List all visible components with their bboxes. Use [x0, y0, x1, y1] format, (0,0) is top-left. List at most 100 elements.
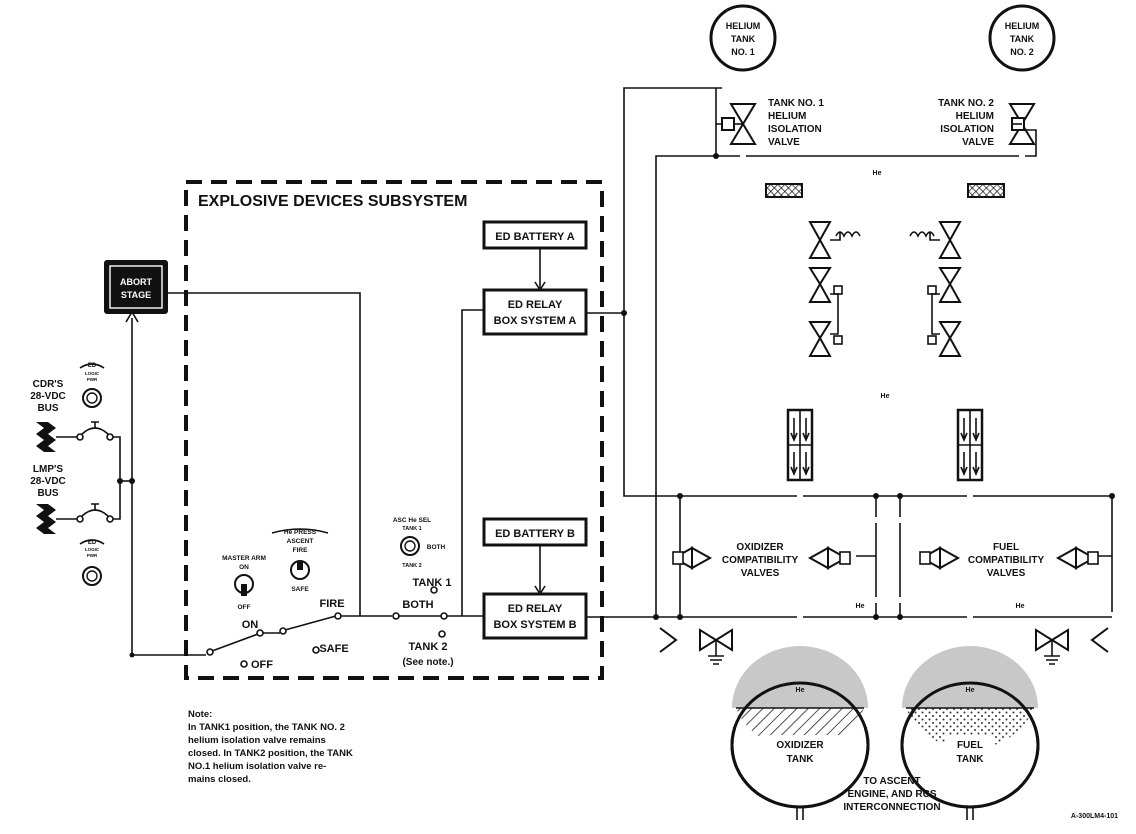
- ed-battery-b-label: ED BATTERY B: [495, 528, 575, 540]
- he-press-title: He PRESS: [284, 529, 317, 536]
- tank-sel-both: BOTH: [402, 599, 433, 611]
- safe-position: SAFE: [319, 643, 348, 655]
- ed-logic-sub-2b: PWR: [87, 553, 98, 558]
- oxidizer-vent-valve: [659, 627, 800, 665]
- fuel-vent-valve: [970, 627, 1109, 665]
- lmp-bus-label-1: LMP'S: [33, 464, 63, 475]
- valve-chain-left: [808, 221, 861, 357]
- ed-logic-power-breaker-1[interactable]: ED LOGIC PWR: [79, 363, 105, 408]
- to-ascent-label-1: TO ASCENT: [863, 776, 920, 787]
- ed-battery-a-label: ED BATTERY A: [495, 231, 575, 243]
- oxidizer-tank: OXIDIZER TANK: [730, 646, 870, 820]
- note-line-4: NO.1 helium isolation valve re-: [188, 761, 326, 772]
- asc-he-sel-switch[interactable]: ASC He SEL TANK 1 BOTH TANK 2: [393, 517, 446, 569]
- fuel-valves-label-2: COMPATIBILITY: [968, 555, 1045, 566]
- note-line-3: closed. In TANK2 position, the TANK: [188, 748, 353, 759]
- helium-tank-2: HELIUM TANK NO. 2: [988, 4, 1056, 72]
- cdr-bus-label-1: CDR'S: [33, 379, 64, 390]
- fuel-valves-label-1: FUEL: [993, 542, 1019, 553]
- tank2-valve-label-4: VALVE: [962, 137, 994, 148]
- valve-chain-right: [909, 221, 962, 357]
- tank-sel-see-note: (See note.): [402, 657, 453, 668]
- abort-stage-button[interactable]: ABORT STAGE: [104, 260, 168, 314]
- cdr-bus-label-3: BUS: [37, 403, 58, 414]
- helium-tank-2-label-3: NO. 2: [1010, 47, 1034, 57]
- cdr-bus-label-2: 28-VDC: [30, 391, 66, 402]
- fuel-tank-label-2: TANK: [956, 754, 984, 765]
- to-ascent-label-3: INTERCONNECTION: [843, 802, 940, 813]
- asc-he-sel-title: ASC He SEL: [393, 517, 431, 524]
- ed-logic-sub-1: LOGIC: [85, 371, 100, 376]
- asc-he-sel-tank2: TANK 2: [402, 563, 421, 569]
- helium-tank-2-label-1: HELIUM: [1005, 21, 1040, 31]
- note-title: Note:: [188, 709, 212, 720]
- ed-battery-b: ED BATTERY B: [482, 517, 588, 547]
- fuel-compatibility-valves: FUEL COMPATIBILITY VALVES: [919, 542, 1099, 579]
- oxidizer-tank-label-2: TANK: [786, 754, 814, 765]
- helium-tank-1-label-1: HELIUM: [726, 21, 761, 31]
- note-line-2: helium isolation valve remains: [188, 735, 326, 746]
- he-label-mid: He: [881, 393, 890, 400]
- he-press-fire: FIRE: [293, 547, 308, 554]
- helium-tank-1-label-2: TANK: [731, 34, 756, 44]
- abort-stage-label-1: ABORT: [120, 277, 152, 287]
- tank2-valve-label-1: TANK NO. 2: [938, 98, 994, 109]
- helium-plumbing: [689, 68, 1095, 700]
- oxidizer-valves-label-1: OXIDIZER: [736, 542, 784, 553]
- fuel-valves-label-3: VALVES: [987, 568, 1026, 579]
- tank2-isolation-valve: [1008, 103, 1036, 145]
- relay-b-label-2: BOX SYSTEM B: [493, 619, 576, 631]
- tank2-valve-label-3: ISOLATION: [940, 124, 994, 135]
- filter-2: [967, 183, 1005, 198]
- he-label-fuel-tank: He: [966, 687, 975, 694]
- ed-relay-box-a: ED RELAY BOX SYSTEM A: [482, 288, 588, 336]
- ed-logic-label-1: ED: [88, 363, 97, 369]
- note-line-1: In TANK1 position, the TANK NO. 2: [188, 722, 345, 733]
- relay-a-label-2: BOX SYSTEM A: [494, 315, 577, 327]
- helium-tank-1-label-3: NO. 1: [731, 47, 755, 57]
- lmp-bus-label-2: 28-VDC: [30, 476, 66, 487]
- oxidizer-valves-label-3: VALVES: [741, 568, 780, 579]
- helium-tank-2-label-2: TANK: [1010, 34, 1035, 44]
- cdr-bus-bar: [36, 422, 56, 452]
- master-off-position: OFF: [251, 659, 273, 671]
- ed-logic-label-2: ED: [88, 540, 97, 546]
- tank1-valve-label-1: TANK NO. 1: [768, 98, 824, 109]
- tank1-valve-label-4: VALVE: [768, 137, 800, 148]
- master-arm-switch[interactable]: MASTER ARM ON OFF: [222, 555, 266, 611]
- master-arm-title: MASTER ARM: [222, 555, 266, 562]
- master-arm-on: ON: [239, 564, 249, 571]
- he-label-ox-tank: He: [796, 687, 805, 694]
- oxidizer-compatibility-valves: OXIDIZER COMPATIBILITY VALVES: [671, 542, 851, 579]
- tank2-valve-label-2: HELIUM: [956, 111, 994, 122]
- fuel-tank: FUEL TANK: [900, 646, 1040, 820]
- he-press-safe: SAFE: [291, 586, 309, 593]
- tank1-valve-label-3: ISOLATION: [768, 124, 822, 135]
- lmp-bus-label-3: BUS: [37, 488, 58, 499]
- ed-relay-box-b: ED RELAY BOX SYSTEM B: [482, 592, 588, 640]
- relay-a-label-1: ED RELAY: [508, 299, 563, 311]
- oxidizer-valves-label-2: COMPATIBILITY: [722, 555, 799, 566]
- tank1-isolation-valve: [721, 103, 757, 145]
- to-ascent-label-2: ENGINE, AND RCS: [847, 789, 936, 800]
- fuel-tank-label-1: FUEL: [957, 740, 983, 751]
- ed-battery-a: ED BATTERY A: [482, 220, 588, 250]
- ed-logic-sub-1b: PWR: [87, 377, 98, 382]
- master-on-position: ON: [242, 619, 259, 631]
- he-label-top: He: [873, 170, 882, 177]
- subsystem-title: EXPLOSIVE DEVICES SUBSYSTEM: [198, 193, 467, 210]
- lmp-bus-bar: [36, 504, 56, 534]
- he-label-fuel: He: [1016, 603, 1025, 610]
- note-line-5: mains closed.: [188, 774, 251, 785]
- tank-sel-tank2: TANK 2: [409, 641, 448, 653]
- asc-he-sel-both: BOTH: [427, 544, 446, 551]
- tank-sel-tank1: TANK 1: [413, 577, 452, 589]
- ed-logic-power-breaker-2[interactable]: ED LOGIC PWR: [79, 539, 105, 586]
- check-valves-right: [956, 408, 984, 482]
- abort-stage-label-2: STAGE: [121, 290, 151, 300]
- he-press-ascent: ASCENT: [287, 538, 314, 545]
- he-press-switch[interactable]: He PRESS ASCENT FIRE SAFE: [271, 528, 329, 593]
- he-label-ox: He: [856, 603, 865, 610]
- relay-b-label-1: ED RELAY: [508, 603, 563, 615]
